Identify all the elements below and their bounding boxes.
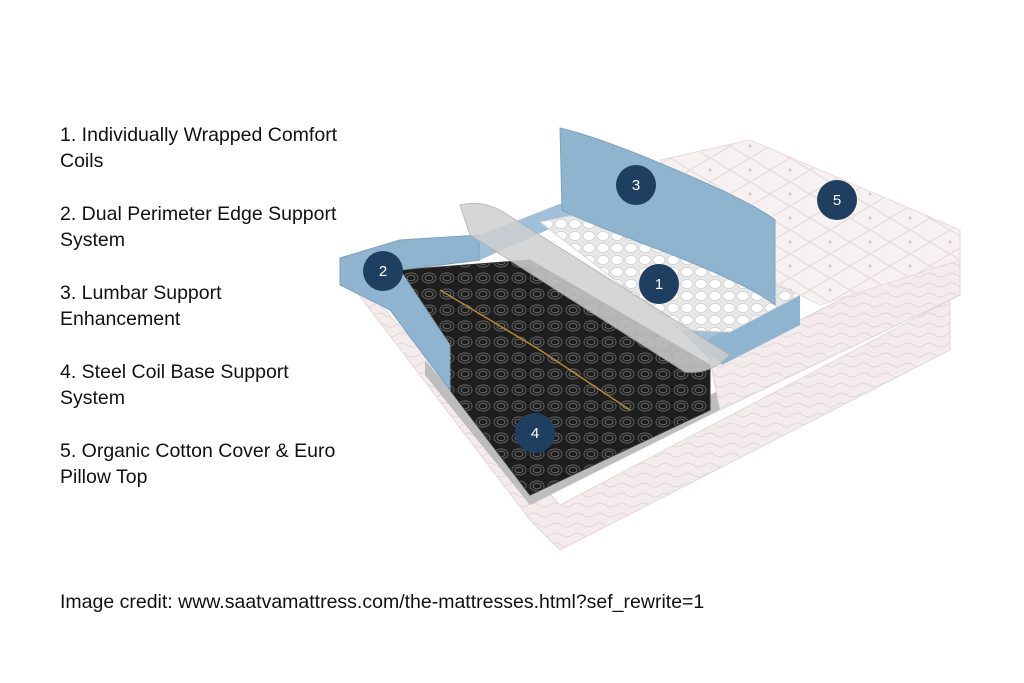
badge-5: 5: [817, 180, 857, 220]
legend-item-5: 5. Organic Cotton Cover & Euro Pillow To…: [60, 440, 336, 488]
lumbar-support-sheet: [559, 127, 776, 307]
separator-sheet: [459, 202, 731, 373]
svg-text:2: 2: [379, 263, 387, 280]
badge-1: 1: [639, 264, 679, 304]
legend-item-3: 3. Lumbar Support Enhancement: [60, 282, 222, 330]
svg-text:1: 1: [655, 276, 663, 293]
svg-text:3: 3: [632, 177, 640, 194]
legend-item-2: 2. Dual Perimeter Edge Support System: [60, 203, 337, 251]
mattress-cutaway-diagram: 1 2 3 4 5: [339, 127, 961, 551]
legend: 1. Individually Wrapped Comfort Coils 2.…: [60, 122, 340, 517]
badge-4: 4: [515, 413, 555, 453]
svg-text:4: 4: [531, 425, 539, 442]
badge-2: 2: [363, 251, 403, 291]
image-credit: Image credit: www.saatvamattress.com/the…: [60, 591, 705, 613]
legend-item-4: 4. Steel Coil Base Support System: [60, 361, 289, 409]
coil-wire-line: [439, 289, 631, 411]
legend-item-1: 1. Individually Wrapped Comfort Coils: [60, 124, 338, 172]
badge-3: 3: [616, 165, 656, 205]
edge-support-foam-right: [702, 295, 800, 365]
svg-text:5: 5: [833, 192, 841, 209]
